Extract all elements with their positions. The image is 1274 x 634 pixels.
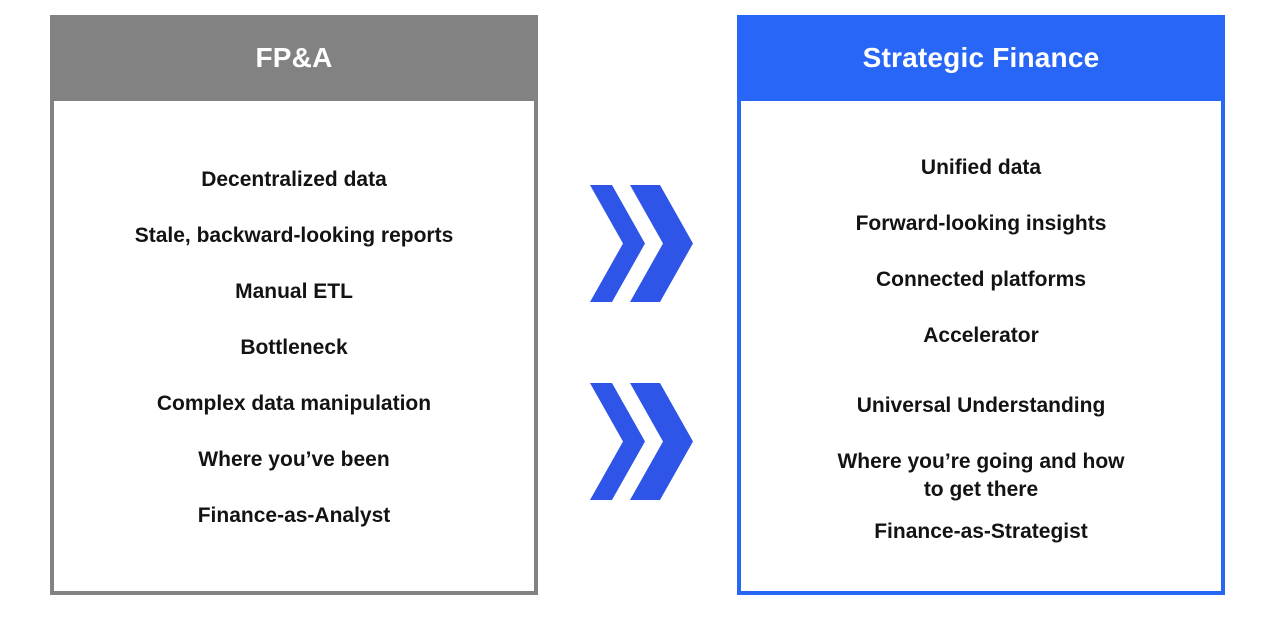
strategic-finance-list-item: Accelerator [923, 324, 1039, 347]
strategic-finance-list-item: Unified data [920, 156, 1042, 179]
fpa-list-item: Where you’ve been [198, 448, 390, 471]
fpa-list-item: Manual ETL [235, 280, 353, 303]
strategic-finance-list-item: Finance-as-Strategist [874, 520, 1088, 543]
fpa-panel-title: FP&A [255, 42, 333, 73]
strategic-finance-list-item: Forward-looking insights [855, 212, 1107, 235]
double-chevron-right-icon [590, 383, 693, 500]
strategic-finance-list-item: Connected platforms [875, 268, 1087, 291]
fpa-panel-header: FP&A [50, 15, 538, 101]
strategic-finance-panel-header: Strategic Finance [737, 15, 1225, 101]
double-chevron-right-icon [590, 185, 693, 302]
fpa-list-item: Decentralized data [201, 168, 387, 191]
strategic-finance-list-item: Universal Understanding [856, 394, 1106, 417]
fpa-list-item: Bottleneck [240, 336, 348, 359]
fpa-list-item: Finance-as-Analyst [197, 504, 391, 527]
strategic-finance-panel-title: Strategic Finance [862, 42, 1100, 73]
fpa-list-item: Stale, backward-looking reports [134, 224, 454, 247]
fpa-list-item: Complex data manipulation [156, 392, 432, 415]
strategic-finance-list-item: Where you’re going and how to get there [837, 450, 1125, 501]
